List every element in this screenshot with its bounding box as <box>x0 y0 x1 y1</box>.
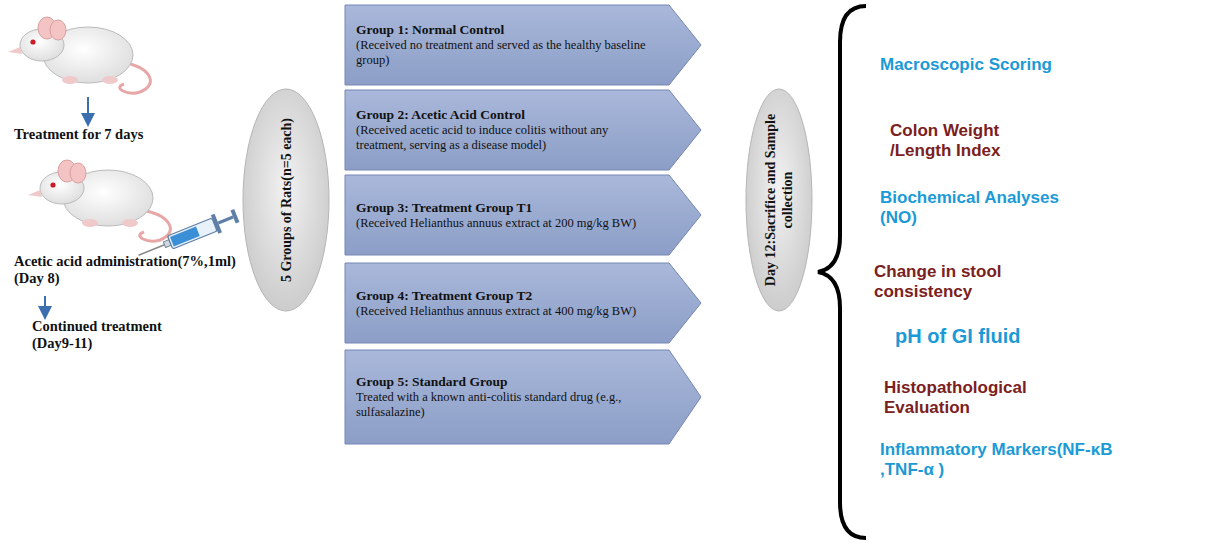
node-content: Day 12:Sacrifice and Sample collection <box>762 108 796 292</box>
node-content: Group 3: Treatment Group T1(Received Hel… <box>345 175 701 255</box>
ellipse-shape <box>746 89 812 311</box>
step-label: Continued treatment (Day9-11) <box>32 318 197 352</box>
node-content: Group 5: Standard GroupTreated with a kn… <box>345 350 701 444</box>
rat-figure <box>28 160 170 241</box>
analysis-label: pH of GI fluid <box>895 324 1175 348</box>
arrow-box-shape <box>345 90 701 170</box>
node-title: Group 3: Treatment Group T1 <box>356 200 661 216</box>
curly-brace <box>818 6 866 538</box>
analysis-label: Change in stool consistency <box>874 262 1079 302</box>
node-title: Group 5: Standard Group <box>356 374 661 390</box>
analysis-label: Macroscopic Scoring <box>880 55 1180 75</box>
node-title: Group 1: Normal Control <box>356 22 661 38</box>
arrow-box-outline <box>345 175 701 255</box>
group-arrow-box: Group 5: Standard GroupTreated with a kn… <box>345 350 701 444</box>
flow-arrow <box>44 296 46 313</box>
arrow-box-shape <box>345 350 701 444</box>
node-content: Group 2: Acetic Acid Control(Received ac… <box>345 90 701 170</box>
flow-arrow <box>87 97 89 120</box>
node-body: (Received no treatment and served as the… <box>356 38 661 68</box>
ellipse-shape <box>243 89 329 311</box>
arrow-box-shape <box>345 175 701 255</box>
rat-figure <box>8 17 150 93</box>
arrow-box-shape <box>345 263 701 343</box>
node-content: 5 Groups of Rats(n=5 each) <box>278 108 295 292</box>
analysis-label: Biochemical Analyses (NO) <box>880 188 1098 228</box>
node-title: Day 12:Sacrifice and Sample collection <box>762 108 796 292</box>
node-content: Group 1: Normal Control(Received no trea… <box>345 5 701 85</box>
stage-ellipse: 5 Groups of Rats(n=5 each) <box>242 88 330 312</box>
node-body: (Received acetic acid to induce colitis … <box>356 123 661 153</box>
step-label: Acetic acid administration(7%,1ml)(Day 8… <box>14 253 242 287</box>
group-arrow-box: Group 2: Acetic Acid Control(Received ac… <box>345 90 701 170</box>
group-arrow-box: Group 3: Treatment Group T1(Received Hel… <box>345 175 701 255</box>
node-title: Group 4: Treatment Group T2 <box>356 288 661 304</box>
stage-ellipse: Day 12:Sacrifice and Sample collection <box>745 88 813 312</box>
group-arrow-box: Group 1: Normal Control(Received no trea… <box>345 5 701 85</box>
node-title: Group 2: Acetic Acid Control <box>356 107 661 123</box>
arrow-box-shape <box>345 5 701 85</box>
arrow-box-outline <box>345 263 701 343</box>
node-body: (Received Helianthus annuus extract at 2… <box>356 216 661 231</box>
ellipse-outline <box>745 88 813 312</box>
group-arrow-box: Group 4: Treatment Group T2(Received Hel… <box>345 263 701 343</box>
node-content: Group 4: Treatment Group T2(Received Hel… <box>345 263 701 343</box>
analysis-label: Colon Weight /Length Index <box>890 121 1050 161</box>
step-label: Treatment for 7 days <box>14 126 224 143</box>
node-body: (Received Helianthus annuus extract at 4… <box>356 304 661 319</box>
node-body: Treated with a known anti-colitis standa… <box>356 390 661 420</box>
node-title: 5 Groups of Rats(n=5 each) <box>278 108 295 292</box>
analysis-label: Histopathological Evaluation <box>884 378 1114 418</box>
analysis-label: Inflammatory Markers(NF-κB ,TNF-α ) <box>880 440 1130 480</box>
